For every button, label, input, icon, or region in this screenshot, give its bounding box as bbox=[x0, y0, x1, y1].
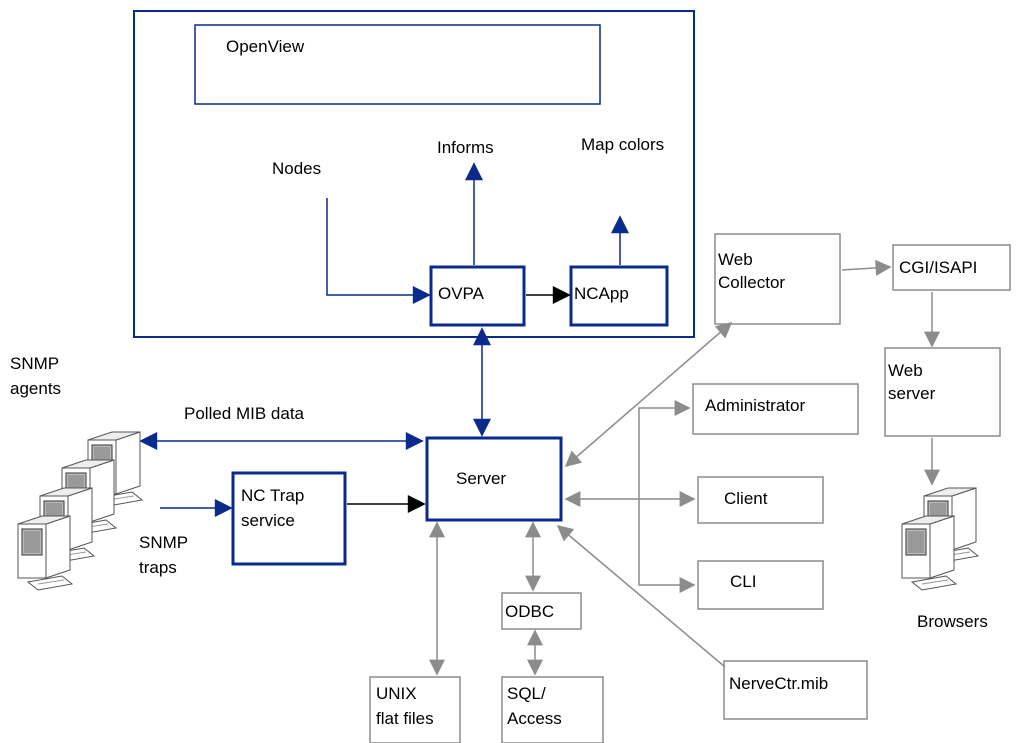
nervectr-box bbox=[723, 660, 868, 720]
cli-label: CLI bbox=[730, 572, 757, 591]
nc-trap-label-line1: NC Trap bbox=[241, 486, 305, 505]
computer-pair-icon bbox=[901, 487, 979, 591]
administrator-branch-arrow bbox=[638, 400, 691, 499]
snmp-traps-label-line2: traps bbox=[139, 558, 177, 577]
web-server-box bbox=[884, 347, 1001, 437]
snmp-agents-label-line2: agents bbox=[10, 379, 62, 398]
nervectr-label: NerveCtr.mib bbox=[729, 674, 829, 693]
computer-cluster-icon bbox=[17, 431, 143, 591]
snmp-agents-label-line1: SNMP bbox=[10, 354, 60, 373]
polled-mib-label: Polled MIB data bbox=[184, 404, 305, 423]
nc-trap-box bbox=[231, 471, 347, 566]
ovpa-box bbox=[429, 265, 526, 327]
client-label: Client bbox=[724, 489, 768, 508]
cli-box bbox=[697, 560, 824, 610]
ncapp-label: NCApp bbox=[574, 284, 629, 303]
web-collector-label-line2: Collector bbox=[718, 273, 786, 292]
client-box bbox=[697, 476, 824, 524]
collector-to-cgi-arrow bbox=[841, 259, 892, 276]
cli-branch-arrow bbox=[638, 499, 696, 593]
openview-box bbox=[194, 24, 601, 105]
sql-label-line2: Access bbox=[507, 709, 562, 728]
sql-label-line1: SQL/ bbox=[507, 684, 546, 703]
web-collector-box bbox=[714, 233, 841, 325]
web-server-label-line2: server bbox=[888, 384, 936, 403]
informs-label: Informs bbox=[437, 138, 494, 157]
web-collector-label-line1: Web bbox=[718, 250, 753, 269]
administrator-label: Administrator bbox=[705, 396, 806, 415]
odbc-box bbox=[501, 592, 582, 630]
web-server-label-line1: Web bbox=[888, 361, 923, 380]
openview-label: OpenView bbox=[226, 37, 305, 56]
cgi-isapi-label: CGI/ISAPI bbox=[899, 258, 978, 277]
ovpa-label: OVPA bbox=[438, 284, 484, 303]
browsers-label: Browsers bbox=[917, 612, 988, 631]
unix-box bbox=[369, 676, 461, 743]
server-collector-arrow bbox=[564, 321, 733, 468]
sql-box bbox=[501, 676, 604, 743]
server-label: Server bbox=[456, 469, 507, 488]
openview-container bbox=[133, 10, 695, 338]
unix-label-line1: UNIX bbox=[376, 684, 417, 703]
nodes-label: Nodes bbox=[272, 159, 322, 178]
nc-trap-label-line2: service bbox=[241, 511, 295, 530]
nodes-to-ovpa-arrow bbox=[326, 198, 431, 304]
snmp-traps-label-line1: SNMP bbox=[139, 533, 189, 552]
nervectr-to-server-arrow bbox=[556, 524, 726, 668]
server-box bbox=[425, 436, 563, 522]
cgi-isapi-box bbox=[892, 244, 1011, 291]
map-colors-label: Map colors bbox=[581, 135, 665, 154]
unix-label-line2: flat files bbox=[376, 709, 434, 728]
odbc-label: ODBC bbox=[505, 602, 555, 621]
